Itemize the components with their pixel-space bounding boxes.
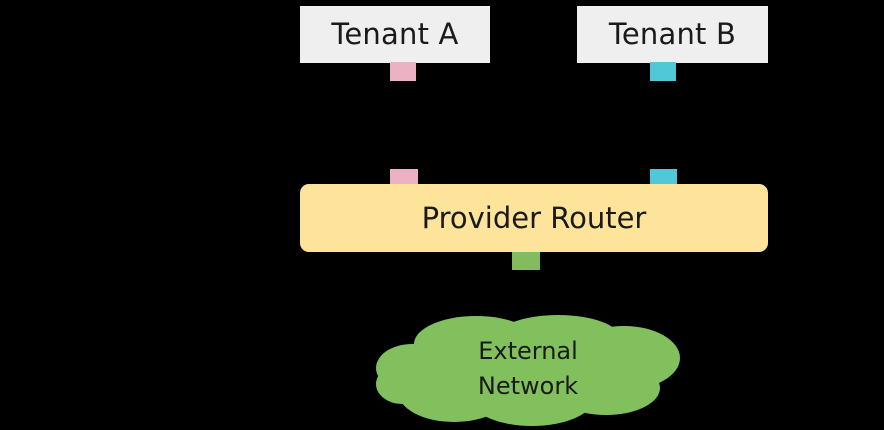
tenant-a-label: Tenant A xyxy=(331,17,459,51)
provider-router-node[interactable]: Provider Router xyxy=(300,184,768,252)
tenant-b-node[interactable]: Tenant B xyxy=(577,6,768,63)
router-tenant-b-port-tab xyxy=(650,169,677,185)
provider-router-label: Provider Router xyxy=(421,200,647,235)
tenant-b-label: Tenant B xyxy=(608,17,737,51)
tenant-b-port-tab xyxy=(650,62,676,81)
router-tenant-a-port-tab xyxy=(390,169,418,185)
cloud-icon xyxy=(376,315,680,426)
tenant-a-node[interactable]: Tenant A xyxy=(300,6,490,63)
router-external-port-tab xyxy=(512,252,540,270)
external-network-node[interactable]: External Network xyxy=(372,310,684,428)
tenant-a-port-tab xyxy=(390,62,416,81)
